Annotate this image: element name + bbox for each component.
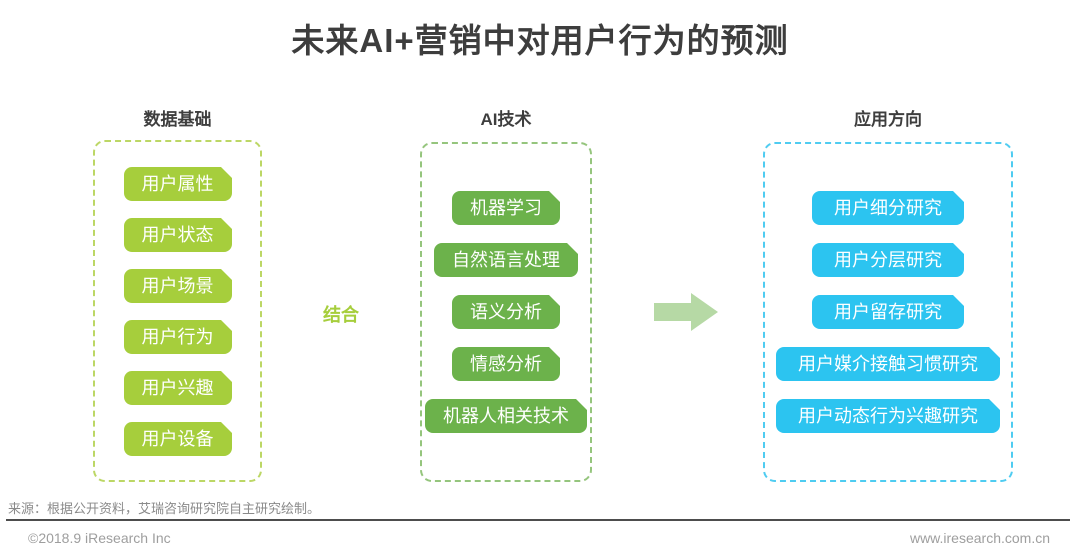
panel-data-foundation: 用户属性 用户状态 用户场景 用户行为 用户兴趣 用户设备	[93, 140, 262, 482]
data-item-box: 用户状态	[123, 217, 232, 252]
application-item-box: 用户分层研究	[812, 243, 964, 277]
column-header-application-direction: 应用方向	[854, 110, 922, 129]
application-item-box: 用户细分研究	[812, 191, 964, 225]
ai-item-box: 语义分析	[452, 295, 560, 329]
application-item-box: 用户留存研究	[812, 295, 964, 329]
data-item-box: 用户场景	[123, 268, 232, 303]
source-note: 来源：根据公开资料，艾瑞咨询研究院自主研究绘制。	[8, 501, 321, 516]
application-item-box: 用户动态行为兴趣研究	[776, 399, 1000, 433]
application-item-box: 用户媒介接触习惯研究	[776, 347, 1000, 381]
column-header-ai-technology: AI技术	[480, 110, 532, 129]
column-header-data-foundation: 数据基础	[143, 110, 212, 129]
panel-application-direction: 用户细分研究 用户分层研究 用户留存研究 用户媒介接触习惯研究 用户动态行为兴趣…	[763, 142, 1013, 482]
data-item-box: 用户兴趣	[123, 370, 232, 405]
data-item-box: 用户属性	[123, 166, 232, 201]
footer-divider	[6, 519, 1070, 521]
data-item-box: 用户行为	[123, 319, 232, 354]
right-arrow-icon	[654, 293, 718, 331]
ai-item-box: 机器人相关技术	[425, 399, 587, 433]
page-title: 未来AI+营销中对用户行为的预测	[291, 22, 789, 59]
copyright-text: ©2018.9 iResearch Inc	[28, 530, 171, 546]
ai-item-box: 机器学习	[452, 191, 560, 225]
website-text: www.iresearch.com.cn	[909, 530, 1050, 546]
ai-item-box: 自然语言处理	[434, 243, 578, 277]
combine-label: 结合	[323, 305, 359, 325]
data-item-box: 用户设备	[123, 421, 232, 456]
panel-ai-technology: 机器学习 自然语言处理 语义分析 情感分析 机器人相关技术	[420, 142, 592, 482]
ai-item-box: 情感分析	[452, 347, 560, 381]
